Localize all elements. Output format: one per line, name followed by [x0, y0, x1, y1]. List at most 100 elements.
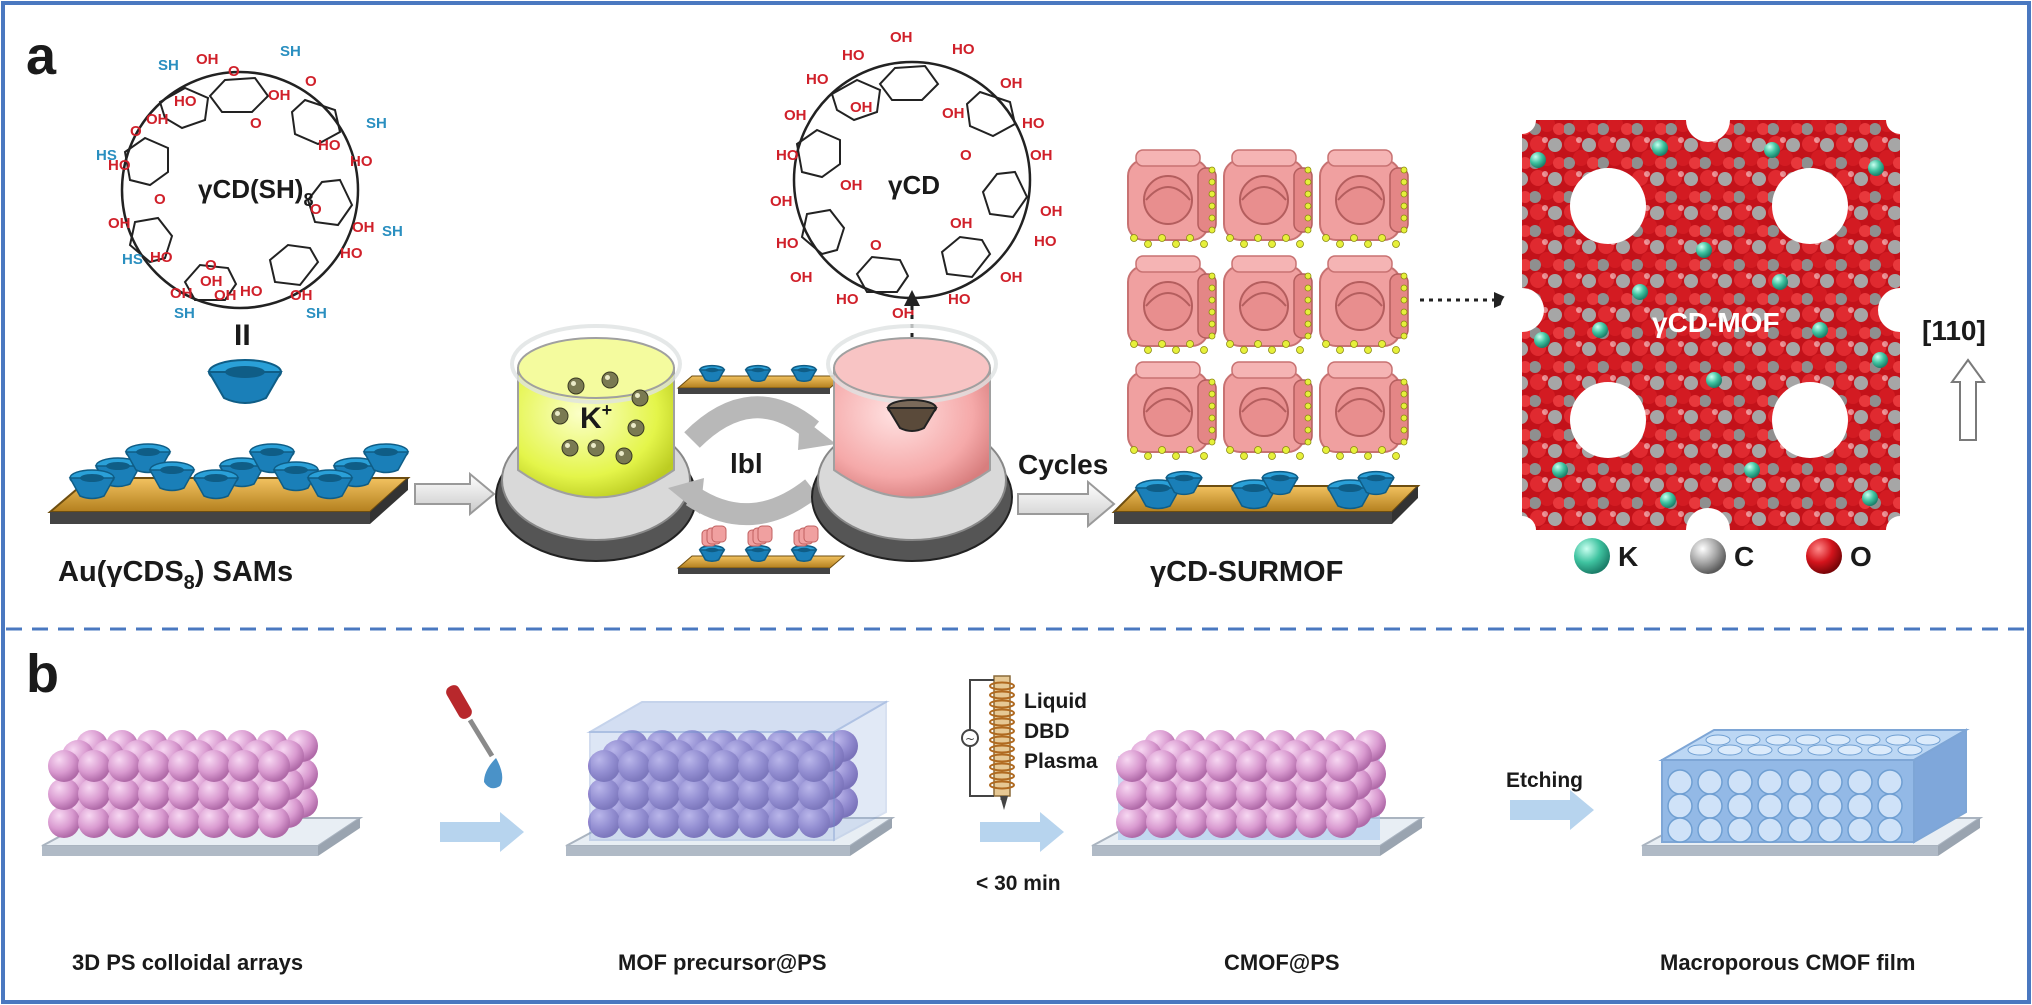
- arrow-step-3: [1510, 790, 1594, 830]
- plasma-line-3: Plasma: [1024, 750, 1098, 773]
- svg-text:O: O: [250, 115, 262, 132]
- svg-text:OH: OH: [200, 273, 223, 290]
- direction-indicator: [110]: [1922, 315, 1986, 441]
- arrow-step-1: [440, 812, 524, 852]
- lbl-cycle-arrows: lbl: [668, 396, 836, 526]
- gcd-solution-beaker: [811, 324, 1013, 562]
- svg-text:HO: HO: [776, 147, 799, 164]
- svg-text:SH: SH: [306, 305, 327, 322]
- arrow-to-k-beaker: [414, 471, 496, 517]
- svg-text:OH: OH: [196, 51, 219, 68]
- legend-item-k: K: [1574, 538, 1638, 574]
- panel-a-letter: a: [26, 26, 57, 86]
- panel-b: b: [26, 644, 1984, 975]
- svg-text:HO: HO: [350, 153, 373, 170]
- svg-text:OH: OH: [1000, 75, 1023, 92]
- svg-text:HO: HO: [776, 235, 799, 252]
- cmof-ps: [1091, 730, 1426, 856]
- svg-text:HO: HO: [150, 249, 173, 266]
- surmof-structure: [1111, 149, 1421, 524]
- ac-source-icon: [961, 729, 979, 747]
- dbd-plasma-device: ~ Liquid DBD Plasma: [961, 675, 1098, 810]
- svg-text:OH: OH: [290, 287, 313, 304]
- svg-text:OH: OH: [214, 287, 237, 304]
- mof-precursor-ps: [565, 700, 896, 856]
- time-label: < 30 min: [976, 872, 1061, 895]
- svg-text:HO: HO: [1022, 115, 1045, 132]
- svg-text:OH: OH: [784, 107, 807, 124]
- gcd-mof-model: γCD-MOF: [1500, 98, 1922, 552]
- gcd-sh8-structure: OH HO OH O HO HO OH HO OH HO OH HO OH HO…: [96, 43, 403, 322]
- svg-text:SH: SH: [158, 57, 179, 74]
- k-ion-label: K+: [580, 400, 612, 435]
- svg-text:OH: OH: [1000, 269, 1023, 286]
- direction-label: [110]: [1922, 315, 1986, 346]
- mof-label: γCD-MOF: [1652, 307, 1780, 338]
- step-label-4: Macroporous CMOF film: [1660, 950, 1915, 975]
- svg-text:~: ~: [965, 732, 975, 746]
- svg-text:OH: OH: [790, 269, 813, 286]
- svg-text:HO: HO: [174, 93, 197, 110]
- svg-text:O: O: [870, 237, 882, 254]
- cd-cup-icon: [207, 359, 283, 404]
- dotted-arrow-right: [1420, 292, 1512, 308]
- step-label-1: 3D PS colloidal arrays: [72, 950, 303, 975]
- arrow-step-2: [980, 812, 1064, 852]
- svg-text:HO: HO: [1034, 233, 1057, 250]
- cycles-arrow: Cycles: [1017, 449, 1116, 529]
- svg-text:HO: HO: [240, 283, 263, 300]
- svg-text:OH: OH: [108, 215, 131, 232]
- svg-text:SH: SH: [280, 43, 301, 60]
- svg-text:HO: HO: [842, 47, 865, 64]
- svg-text:HO: HO: [948, 291, 971, 308]
- svg-text:O: O: [960, 147, 972, 164]
- svg-text:HO: HO: [108, 157, 131, 174]
- macroporous-cmof-film: [1641, 728, 1984, 856]
- svg-text:HS: HS: [122, 251, 143, 268]
- step-label-3: CMOF@PS: [1224, 950, 1340, 975]
- svg-text:OH: OH: [950, 215, 973, 232]
- step-label-2: MOF precursor@PS: [618, 950, 827, 975]
- svg-text:SH: SH: [366, 115, 387, 132]
- panel-a: a OH HO OH O HO HO OH HO: [26, 26, 1986, 594]
- legend-atom-k: [1574, 538, 1610, 574]
- svg-text:SH: SH: [174, 305, 195, 322]
- legend-atom-o: [1806, 538, 1842, 574]
- svg-text:OH: OH: [146, 111, 169, 128]
- svg-text:HO: HO: [806, 71, 829, 88]
- surmof-label: γCD-SURMOF: [1150, 556, 1343, 588]
- svg-text:HO: HO: [340, 245, 363, 262]
- gcd-structure: HO OH HO OH HO OH OH HO OH HO OH HO OH H…: [770, 29, 1063, 322]
- sam-label: Au(γCDS8) SAMs: [58, 556, 293, 594]
- legend-symbol: C: [1734, 541, 1754, 572]
- lbl-label: lbl: [730, 448, 763, 479]
- svg-text:O: O: [130, 123, 142, 140]
- gcd-sh8-label: γCD(SH)8: [198, 174, 313, 210]
- svg-text:HO: HO: [836, 291, 859, 308]
- legend-atom-c: [1690, 538, 1726, 574]
- svg-text:OH: OH: [840, 177, 863, 194]
- svg-text:OH: OH: [170, 285, 193, 302]
- svg-text:OH: OH: [352, 219, 375, 236]
- svg-text:O: O: [310, 201, 322, 218]
- svg-text:HO: HO: [318, 137, 341, 154]
- legend-symbol: O: [1850, 541, 1872, 572]
- svg-text:OH: OH: [1040, 203, 1063, 220]
- plasma-line-1: Liquid: [1024, 690, 1087, 713]
- svg-text:O: O: [154, 191, 166, 208]
- svg-text:O: O: [305, 73, 317, 90]
- svg-text:OH: OH: [892, 305, 915, 322]
- panel-b-letter: b: [26, 644, 59, 704]
- dropper-icon: [446, 685, 503, 789]
- sam-cups: [68, 443, 410, 500]
- svg-text:HS: HS: [96, 147, 117, 164]
- svg-text:OH: OH: [268, 87, 291, 104]
- lbl-small-substrates: [676, 364, 846, 574]
- svg-text:OH: OH: [942, 105, 965, 122]
- svg-text:HO: HO: [952, 41, 975, 58]
- gcd-label: γCD: [888, 170, 940, 200]
- legend-item-o: O: [1806, 538, 1872, 574]
